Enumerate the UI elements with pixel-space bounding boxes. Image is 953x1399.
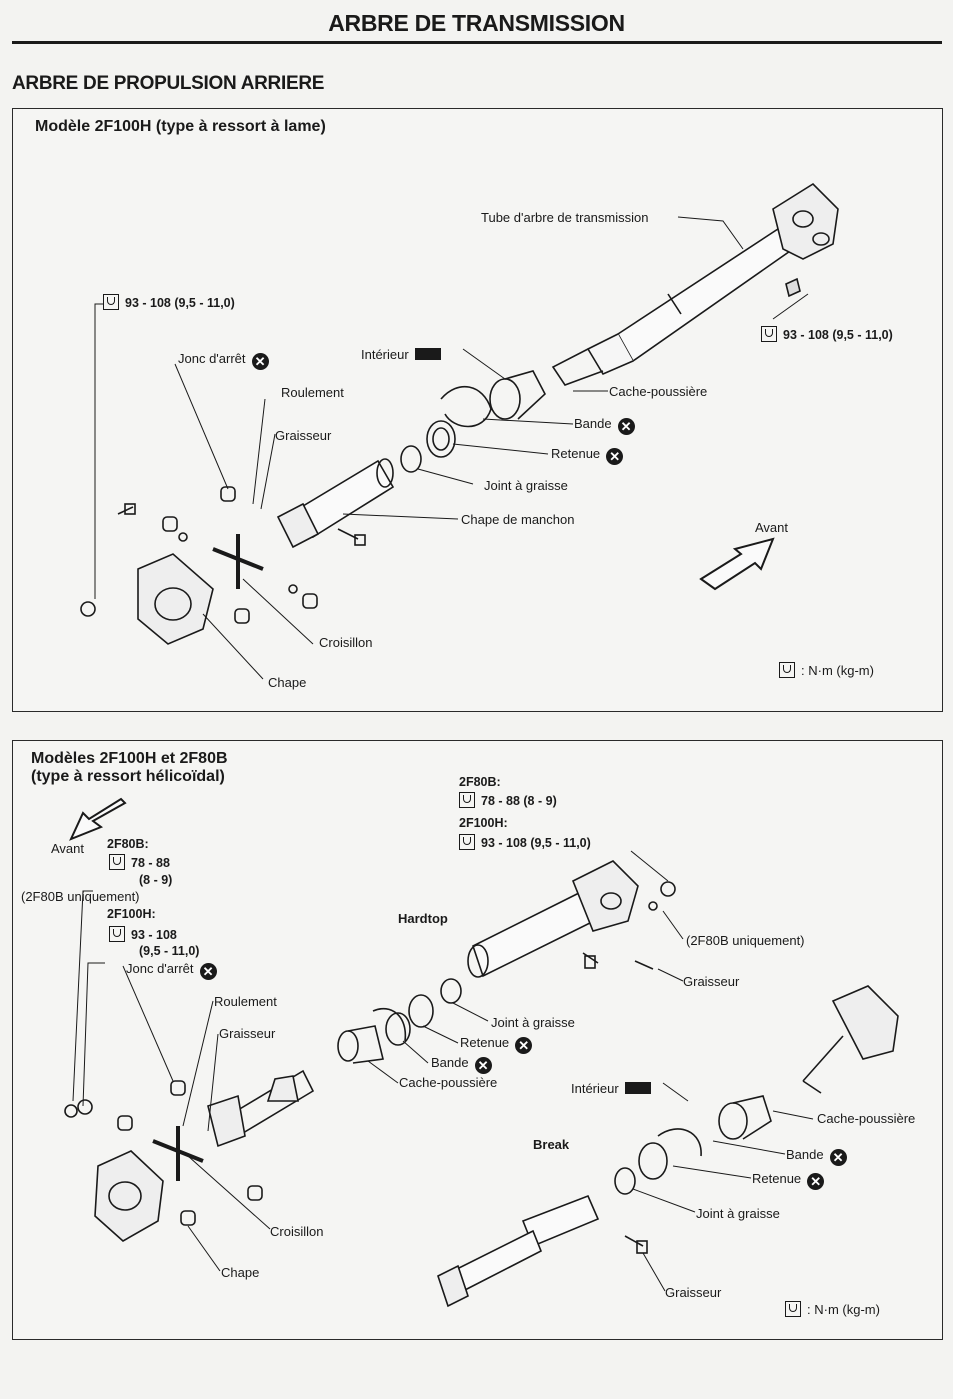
spec-2f100h-left-label: 2F100H: (107, 907, 156, 921)
title-rule (12, 41, 942, 44)
label-cache-right: Cache-poussière (817, 1111, 916, 1126)
label-joint-right: Joint à graisse (696, 1206, 780, 1221)
label-joint: Joint à graisse (484, 478, 568, 493)
replace-x-icon: ✕ (617, 418, 635, 435)
label-tube: Tube d'arbre de transmission (481, 210, 649, 225)
spec-2f100h-left-value: 93 - 108 (109, 926, 177, 943)
torque-spec-left: 93 - 108 (9,5 - 11,0) (103, 294, 235, 311)
label-interieur: Intérieur (361, 347, 441, 362)
label-graisseur: Graisseur (275, 428, 332, 443)
replace-x-icon: ✕ (515, 1037, 533, 1054)
label-jonc-2: Jonc d'arrêt✕ (126, 961, 217, 980)
label-cache-mid: Cache-poussière (399, 1075, 498, 1090)
page-title: ARBRE DE TRANSMISSION (328, 10, 625, 36)
replace-x-icon: ✕ (199, 963, 217, 980)
label-bande: Bande✕ (574, 416, 635, 435)
label-interieur-2: Intérieur (571, 1081, 651, 1096)
replace-x-icon: ✕ (606, 448, 624, 465)
spec-2f80b-left-value: 78 - 88 (109, 854, 170, 871)
spec-2f100h-left-value2: (9,5 - 11,0) (139, 944, 200, 958)
label-2f80b-uniquement-right: (2F80B uniquement) (686, 933, 805, 948)
torque-wrench-icon (761, 326, 777, 342)
label-roulement-2: Roulement (214, 994, 277, 1009)
grease-icon (624, 1082, 651, 1094)
diagram-panel-coil-spring: Modèles 2F100H et 2F80B (type à ressort … (12, 740, 943, 1340)
torque-wrench-icon (459, 834, 475, 850)
label-bande-right: Bande✕ (786, 1147, 847, 1166)
spec-2f80b-top-value: 78 - 88 (8 - 9) (459, 792, 557, 809)
units-legend: : N·m (kg-m) (779, 662, 874, 678)
label-roulement: Roulement (281, 385, 344, 400)
label-avant-2: Avant (51, 841, 85, 856)
replace-x-icon: ✕ (807, 1173, 825, 1190)
label-retenue-right: Retenue✕ (752, 1171, 825, 1190)
label-joint-mid: Joint à graisse (491, 1015, 575, 1030)
label-chape: Chape (268, 675, 307, 690)
spec-2f80b-top-label: 2F80B: (459, 775, 501, 789)
torque-wrench-icon (103, 294, 119, 310)
grease-icon (414, 348, 441, 360)
label-graisseur-top: Graisseur (683, 974, 740, 989)
torque-wrench-icon (459, 792, 475, 808)
torque-wrench-icon (779, 662, 795, 678)
label-graisseur-bottom: Graisseur (665, 1285, 722, 1300)
label-cache: Cache-poussière (609, 384, 708, 399)
label-croisillon: Croisillon (319, 635, 373, 650)
spec-2f80b-left-value2: (8 - 9) (139, 873, 173, 887)
spec-2f100h-top-value: 93 - 108 (9,5 - 11,0) (459, 834, 591, 851)
label-retenue-mid: Retenue✕ (460, 1035, 533, 1054)
label-bande-mid: Bande✕ (431, 1055, 492, 1074)
diagram-drawing-1 (80, 182, 839, 680)
replace-x-icon: ✕ (251, 353, 269, 370)
units-legend-2: : N·m (kg-m) (785, 1301, 880, 1317)
label-avant: Avant (755, 520, 789, 535)
label-retenue: Retenue✕ (551, 446, 624, 465)
label-jonc: Jonc d'arrêt✕ (178, 351, 269, 370)
torque-wrench-icon (109, 926, 125, 942)
diagram-panel-leaf-spring: Modèle 2F100H (type à ressort à lame) Tu… (12, 108, 943, 712)
torque-wrench-icon (109, 854, 125, 870)
replace-x-icon: ✕ (829, 1149, 847, 1166)
replace-x-icon: ✕ (474, 1057, 492, 1074)
label-hardtop: Hardtop (398, 911, 448, 926)
spec-2f80b-left-label: 2F80B: (107, 837, 149, 851)
torque-wrench-icon (785, 1301, 801, 1317)
label-break: Break (533, 1137, 570, 1152)
label-chape-manchon: Chape de manchon (461, 512, 575, 527)
label-croisillon-2: Croisillon (270, 1224, 324, 1239)
label-2f80b-uniquement-left: (2F80B uniquement) (21, 889, 140, 904)
torque-spec-right: 93 - 108 (9,5 - 11,0) (761, 326, 893, 343)
diagram-title-1: Modèle 2F100H (type à ressort à lame) (35, 118, 326, 135)
diagram-drawing-2 (64, 797, 899, 1308)
section-title: ARBRE DE PROPULSION ARRIERE (12, 73, 325, 94)
label-chape-2: Chape (221, 1265, 260, 1280)
spec-2f100h-top-label: 2F100H: (459, 816, 508, 830)
diagram-title-2: Modèles 2F100H et 2F80B (type à ressort … (31, 750, 228, 785)
label-graisseur-left: Graisseur (219, 1026, 276, 1041)
